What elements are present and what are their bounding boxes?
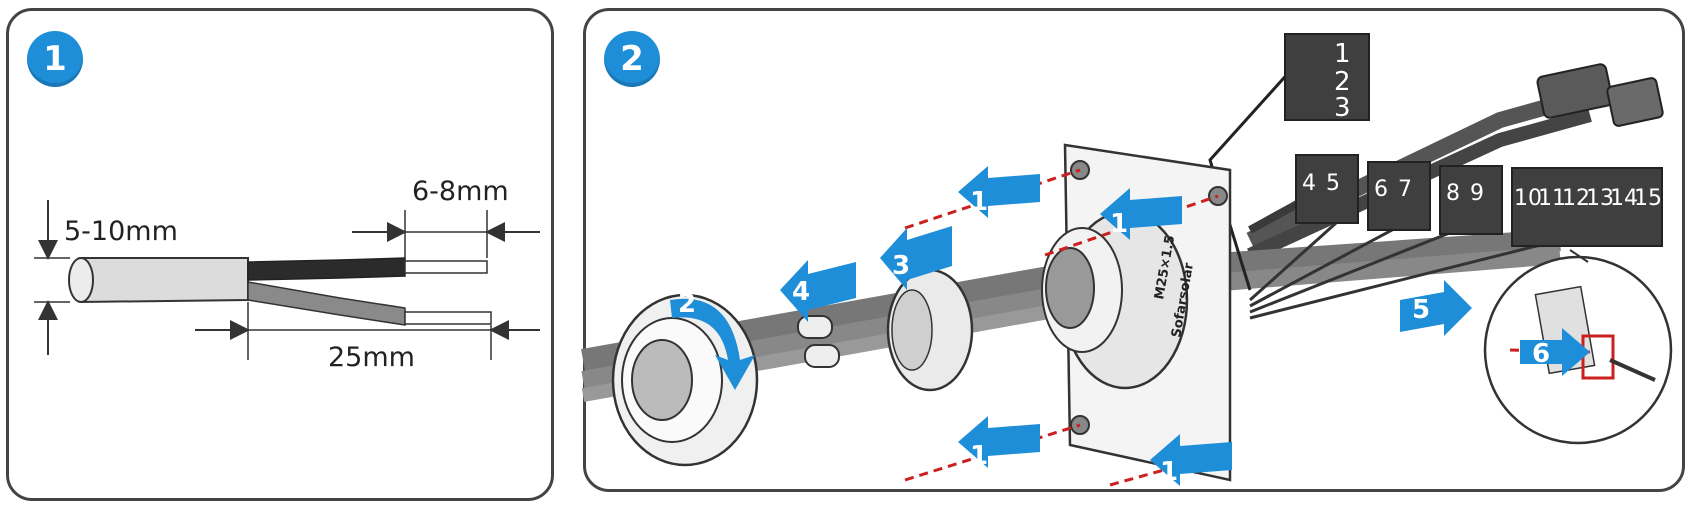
terminal-block-10-15: 10 11 12 13 14 15	[1511, 167, 1663, 247]
conductor-upper	[247, 257, 406, 281]
svg-text:6: 6	[1532, 339, 1550, 369]
step-arrows: 1 1 1 1 1 2 3 4 5	[670, 0, 1590, 487]
step-arrow-5: 5	[1400, 280, 1472, 336]
terminal-label-5: 5	[1326, 171, 1340, 196]
terminal-block-8-9: 8 9	[1439, 165, 1503, 235]
terminal-label-7: 7	[1398, 177, 1412, 202]
step-badge-1: 1	[27, 31, 83, 87]
terminal-label-15: 15	[1634, 186, 1662, 211]
svg-text:4: 4	[792, 277, 810, 307]
svg-text:1: 1	[1160, 457, 1178, 487]
step-arrow-1c: 1	[958, 416, 1040, 471]
stripped-cable-illustration: 5-10mm 6-8mm 25mm	[34, 176, 540, 373]
step-arrow-2-rotate: 2	[670, 289, 755, 390]
terminal-label-6: 6	[1374, 177, 1388, 202]
seal-insert	[886, 268, 974, 392]
terminal-label-12: 12	[1562, 186, 1590, 211]
step-arrow-1d: 1	[1150, 434, 1232, 487]
terminal-label-8: 8	[1446, 181, 1460, 206]
terminal-label-10: 10	[1514, 186, 1542, 211]
dim-conductor-strip: 6-8mm	[412, 176, 509, 207]
conductor-lower	[247, 281, 406, 326]
step-arrow-1b: 1	[1100, 188, 1182, 240]
terminal-label-4: 4	[1302, 171, 1316, 196]
terminal-label-13: 13	[1586, 186, 1614, 211]
step-arrow-1e: 1	[880, 0, 898, 7]
terminal-label-9: 9	[1470, 181, 1484, 206]
terminal-block-4-5: 4 5	[1295, 154, 1359, 224]
terminal-label-3: 3	[1334, 93, 1351, 123]
terminal-block-6-7: 6 7	[1367, 161, 1431, 231]
svg-text:3: 3	[892, 251, 910, 281]
terminal-block-1-3: 1 2 3	[1284, 33, 1370, 123]
terminal-label-14: 14	[1610, 186, 1638, 211]
svg-text:1: 1	[970, 441, 988, 471]
terminal-label-1: 1	[1334, 39, 1351, 69]
step-arrow-4: 4	[780, 260, 856, 322]
step-badge-2: 2	[604, 31, 660, 87]
ferrules	[797, 315, 840, 368]
panel-cable-stripping: 1	[6, 8, 554, 501]
terminal-label-2: 2	[1334, 67, 1351, 97]
svg-text:2: 2	[678, 289, 696, 319]
svg-text:1: 1	[1110, 209, 1128, 239]
plug-connectors	[1536, 63, 1664, 127]
cable-jacket	[74, 257, 249, 304]
dim-jacket-strip: 25mm	[328, 342, 415, 373]
step-arrow-1a: 1	[958, 166, 1040, 218]
svg-text:5: 5	[1412, 295, 1430, 325]
dim-cable-diameter: 5-10mm	[64, 216, 178, 247]
step-arrow-3: 3	[880, 226, 952, 290]
step-arrow-6: 6	[1520, 328, 1590, 376]
terminal-label-11: 11	[1538, 186, 1566, 211]
svg-text:1: 1	[970, 187, 988, 217]
